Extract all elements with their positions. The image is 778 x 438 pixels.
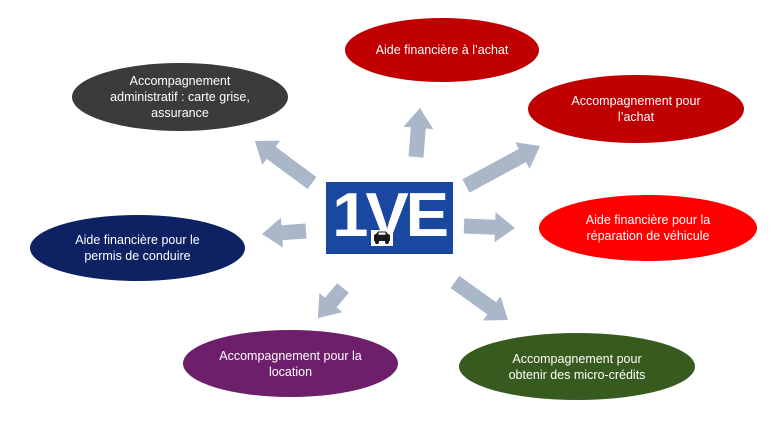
node-purchase-aid: Aide financière à l’achat <box>345 18 539 82</box>
car-icon <box>371 230 393 246</box>
arrow-to-license-aid <box>262 217 307 248</box>
node-rental-support: Accompagnement pour la location <box>183 330 398 397</box>
arrow-to-microcredit <box>450 275 508 321</box>
arrow-to-rental <box>318 283 349 318</box>
arrow-to-admin <box>255 140 317 189</box>
node-purchase-support: Accompagnement pour l’achat <box>528 75 744 143</box>
arrow-to-repair-aid <box>463 212 515 243</box>
node-admin-support: Accompagnement administratif : carte gri… <box>72 63 288 131</box>
arrow-to-purchase-aid <box>403 108 434 158</box>
node-microcredit-support: Accompagnement pour obtenir des micro-cr… <box>459 333 695 400</box>
node-repair-aid: Aide financière pour la réparation de vé… <box>539 195 757 261</box>
arrow-to-purchase-support <box>462 142 540 193</box>
node-license-aid: Aide financière pour le permis de condui… <box>30 215 245 281</box>
